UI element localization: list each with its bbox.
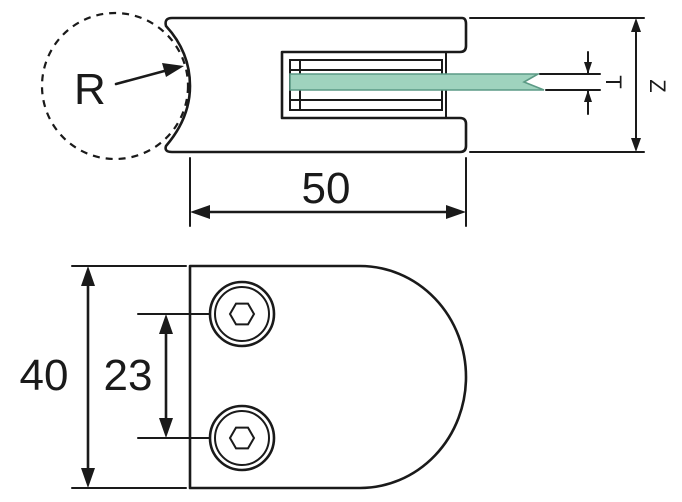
screw-top — [208, 280, 276, 348]
h40-arrow-top — [81, 266, 95, 286]
h40-arrow-bottom — [81, 468, 95, 488]
t-arrow-bottom — [584, 90, 592, 102]
w-arrow-left — [190, 205, 210, 219]
width-label: 50 — [302, 164, 351, 213]
outer-height-label: 40 — [20, 351, 69, 400]
hole-spacing-label: 23 — [104, 351, 153, 400]
screw-bottom-ring — [208, 404, 276, 472]
pipe-circle — [40, 11, 190, 161]
radius-label: R — [74, 65, 106, 114]
side-view: R T Z 50 — [40, 11, 670, 227]
z-arrow-bottom — [631, 138, 641, 152]
glass-panel — [289, 73, 545, 91]
screw-top-ring — [208, 280, 276, 348]
screw-bottom — [208, 404, 276, 472]
clamp-height-label: Z — [645, 79, 670, 92]
base-plate — [188, 264, 468, 490]
glass-thickness-label: T — [601, 75, 626, 88]
clamp-body — [164, 16, 468, 154]
screw-bottom-head — [214, 410, 270, 466]
h23-arrow-bottom — [159, 418, 173, 438]
screw-top-head — [214, 286, 270, 342]
radius-arrow-head — [162, 63, 184, 77]
hex-socket-bottom-icon — [228, 426, 256, 450]
t-arrow-top — [584, 62, 592, 74]
hex-socket-top-icon — [228, 302, 256, 326]
z-arrow-top — [631, 18, 641, 32]
h23-arrow-top — [159, 314, 173, 334]
top-view: 40 23 — [20, 264, 468, 490]
radius-arrow-line — [114, 68, 170, 86]
w-arrow-right — [446, 205, 466, 219]
